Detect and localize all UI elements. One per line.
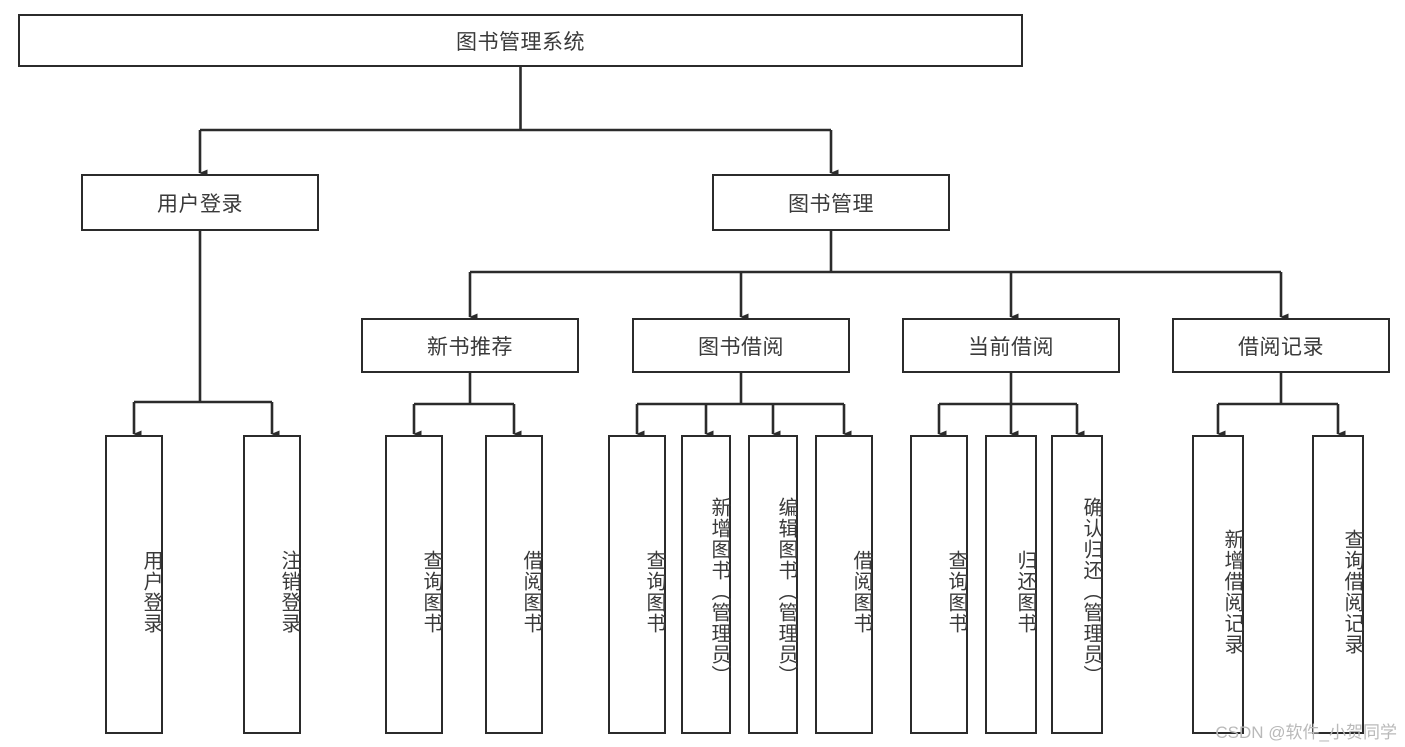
node-label: 用户登录	[157, 192, 243, 216]
node-lf-logout[interactable]: 注销登录	[243, 435, 301, 734]
node-lf-querybook2[interactable]: 查询图书	[608, 435, 666, 734]
node-l1-login[interactable]: 用户登录	[81, 174, 319, 231]
node-label: 查询图书	[420, 549, 442, 634]
node-l2-newbook[interactable]: 新书推荐	[361, 318, 579, 373]
node-l2-current[interactable]: 当前借阅	[902, 318, 1120, 373]
node-lf-returnbook[interactable]: 归还图书	[985, 435, 1037, 734]
node-lf-borrowbook2[interactable]: 借阅图书	[815, 435, 873, 734]
node-label: 查询图书	[643, 549, 665, 634]
node-label: 用户登录	[140, 549, 162, 634]
node-lf-queryrecord[interactable]: 查询借阅记录	[1312, 435, 1364, 734]
node-label: 图书借阅	[698, 335, 784, 359]
node-lf-addbook[interactable]: 新增图书（管理员）	[681, 435, 731, 734]
node-label: 图书管理系统	[456, 30, 585, 54]
node-l1-bookmgmt[interactable]: 图书管理	[712, 174, 950, 231]
node-lf-confirm[interactable]: 确认归还（管理员）	[1051, 435, 1103, 734]
node-label: 图书管理	[788, 192, 874, 216]
node-lf-borrowbook1[interactable]: 借阅图书	[485, 435, 543, 734]
node-label: 查询图书	[945, 549, 967, 634]
node-label: 借阅记录	[1238, 335, 1324, 359]
node-label: 编辑图书（管理员）	[775, 497, 797, 686]
node-label: 归还图书	[1014, 549, 1036, 634]
node-label: 新增图书（管理员）	[708, 497, 730, 686]
node-lf-userlogin[interactable]: 用户登录	[105, 435, 163, 734]
node-label: 注销登录	[278, 549, 300, 634]
node-lf-querybook1[interactable]: 查询图书	[385, 435, 443, 734]
node-lf-querybook3[interactable]: 查询图书	[910, 435, 968, 734]
node-root[interactable]: 图书管理系统	[18, 14, 1023, 67]
node-label: 确认归还（管理员）	[1080, 497, 1102, 686]
node-lf-editbook[interactable]: 编辑图书（管理员）	[748, 435, 798, 734]
node-label: 当前借阅	[968, 335, 1054, 359]
node-label: 借阅图书	[850, 549, 872, 634]
node-label: 查询借阅记录	[1341, 528, 1363, 655]
node-label: 新书推荐	[427, 335, 513, 359]
node-l2-borrow[interactable]: 图书借阅	[632, 318, 850, 373]
watermark-text: CSDN @软件_小贺同学	[1215, 723, 1397, 742]
node-l2-records[interactable]: 借阅记录	[1172, 318, 1390, 373]
node-label: 借阅图书	[520, 549, 542, 634]
node-label: 新增借阅记录	[1221, 528, 1243, 655]
node-lf-addrecord[interactable]: 新增借阅记录	[1192, 435, 1244, 734]
